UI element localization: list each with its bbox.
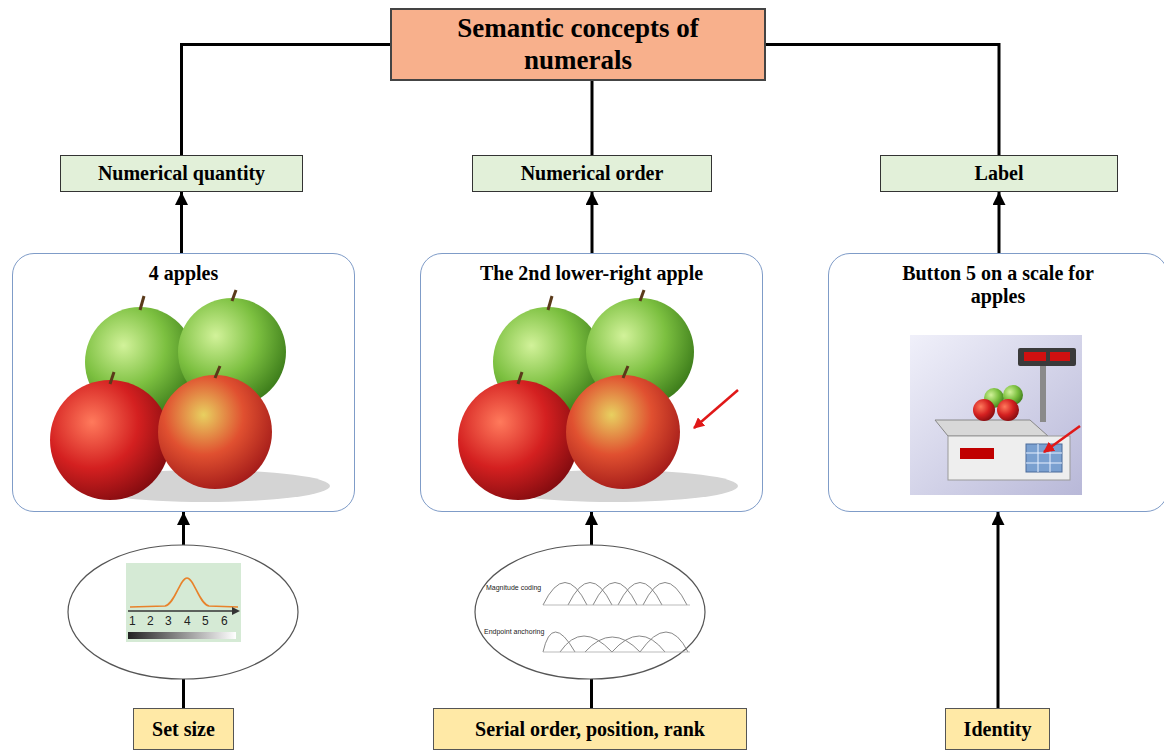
scale-front-display: [960, 448, 994, 459]
node-text: Semantic concepts of numerals: [428, 13, 728, 75]
node-text: The 2nd lower-right apple: [480, 262, 703, 285]
axis-number: 1: [129, 615, 136, 627]
node-text: Numerical order: [521, 162, 664, 185]
tuning-curves: [543, 632, 688, 652]
concept-box: Numerical order: [472, 155, 712, 192]
axis-number: 3: [165, 615, 172, 627]
chart-ground: [126, 563, 241, 642]
illustration-ellipse: [68, 545, 298, 679]
apple-illustration: [50, 290, 330, 502]
property-box: Set size: [133, 708, 234, 750]
connector: [997, 512, 1000, 708]
example-panel: The 2nd lower-right apple: [420, 253, 763, 512]
title-box: Semantic concepts of numerals: [390, 8, 766, 81]
scale-base: [948, 436, 1070, 480]
red-pointer-arrow: [1044, 426, 1080, 452]
scale-keypad-grid: [1026, 444, 1062, 472]
red-pointer-arrow: [694, 390, 738, 428]
curve-baseline: [543, 652, 690, 653]
scale-pole: [1040, 360, 1046, 422]
example-panel: Button 5 on a scale for apples: [828, 253, 1164, 512]
panel-caption: Magnitude coding: [486, 584, 541, 591]
scale-display-digits: [1024, 352, 1046, 361]
illustration-ellipse: [475, 545, 705, 679]
gaussian-illustration: [68, 545, 298, 679]
axis-number: 5: [202, 615, 209, 627]
tuning-curve-illustration: [475, 545, 705, 679]
node-text: Button 5 on a scale for apples: [873, 262, 1123, 308]
scale-keypad: [1026, 444, 1062, 472]
scale-illustration: [910, 335, 1082, 495]
apple-illustration: [458, 290, 738, 502]
example-panel: 4 apples: [12, 253, 355, 512]
axis-number: 2: [147, 615, 154, 627]
axis-number: 6: [221, 615, 228, 627]
tuning-curves: [543, 583, 687, 606]
concept-box: Numerical quantity: [60, 155, 303, 192]
property-box: Identity: [945, 708, 1050, 750]
axis-number: 4: [184, 615, 191, 627]
node-text: Set size: [152, 718, 215, 741]
scale-platform: [935, 420, 1048, 436]
gaussian-curve: [130, 578, 238, 607]
node-text: Label: [975, 162, 1024, 185]
concept-box: Label: [880, 155, 1118, 192]
connector: [591, 81, 594, 155]
node-text: Serial order, position, rank: [475, 718, 705, 741]
connector: [591, 192, 594, 253]
property-box: Serial order, position, rank: [433, 708, 747, 750]
axis-arrowhead: [232, 607, 240, 615]
red-apple: [973, 399, 995, 421]
connector: [180, 192, 183, 253]
gradient-bar: [128, 632, 236, 639]
connector: [998, 192, 1001, 253]
node-text: Numerical quantity: [98, 162, 265, 185]
panel-caption: Endpoint anchoring: [484, 628, 544, 635]
scale-display: [1018, 348, 1076, 366]
node-text: Identity: [964, 718, 1032, 741]
connector: [766, 45, 999, 156]
red-apple: [997, 399, 1019, 421]
connector: [182, 45, 391, 156]
number-axis: [128, 610, 234, 612]
scale-display-digits: [1050, 352, 1070, 361]
node-text: 4 apples: [149, 262, 218, 285]
curve-baseline: [543, 605, 690, 606]
scale-photo-ground: [910, 335, 1082, 495]
